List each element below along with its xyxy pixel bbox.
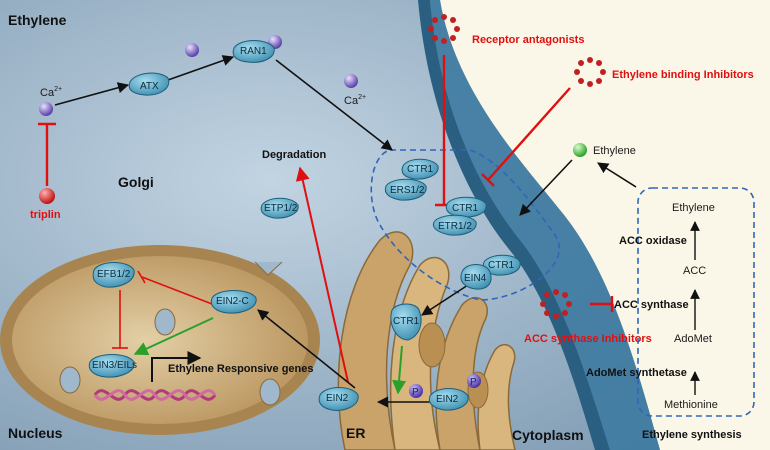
triplin-label: triplin [30, 209, 61, 221]
protein-atx: ATX [140, 81, 159, 92]
calcium-ion-right [344, 74, 358, 88]
protein-ein2c: EIN2-C [216, 296, 249, 307]
synthesis-methionine: Methionine [664, 399, 718, 411]
synthesis-dashed-box [637, 187, 755, 417]
protein-etp: ETP1/2 [264, 203, 298, 214]
nucleus [0, 245, 320, 435]
er-stacks [337, 231, 516, 450]
triplin-molecule [39, 188, 55, 204]
synthesis-acc-oxidase: ACC oxidase [619, 235, 687, 247]
ca-left-label: Ca2+ [40, 86, 62, 99]
protein-ers: ERS1/2 [390, 185, 425, 196]
ca-right-label: Ca2+ [344, 94, 366, 107]
receptor-antagonist-ring [428, 14, 460, 44]
extracellular-region [440, 0, 770, 450]
protein-ctr1-mid: CTR1 [452, 203, 479, 214]
phospho-right-label: P [470, 377, 477, 388]
synthesis-ethylene: Ethylene [672, 202, 715, 214]
nucleus-label: Nucleus [8, 425, 63, 441]
protein-ctr1-top: CTR1 [407, 164, 434, 175]
protein-ctr1-right: CTR1 [488, 260, 515, 271]
protein-ein2-left: EIN2 [326, 393, 349, 404]
plasma-membrane [430, 0, 660, 450]
ethylene-title: Ethylene [8, 12, 67, 28]
dna-helix [93, 389, 217, 401]
phosphate-left [409, 384, 423, 398]
arrows [38, 55, 700, 408]
protein-ctr1-er: CTR1 [393, 316, 420, 327]
synthesis-adomet-synthetase: AdoMet synthetase [586, 367, 687, 379]
receptor-antagonists-label: Receptor antagonists [472, 34, 584, 46]
er-label: ER [346, 425, 365, 441]
golgi-label: Golgi [118, 174, 154, 190]
acc-synthase-inhibitor-ring [540, 289, 572, 319]
protein-ran1: RAN1 [240, 46, 267, 57]
ethylene-binding-inhibitor-ring [574, 57, 606, 87]
cytoplasm-label: Cytoplasm [512, 427, 584, 443]
ethylene-molecule-label: Ethylene [593, 145, 636, 157]
protein-ein4: EIN4 [464, 273, 487, 284]
synthesis-acc-synthase: ACC synthase [614, 299, 689, 311]
degradation-label: Degradation [262, 149, 326, 161]
ethylene-binding-inhibitors-label: Ethylene binding Inhibitors [612, 69, 754, 81]
receptor-dashed-box [370, 149, 560, 301]
plasma-membrane-inner [418, 0, 610, 450]
ethylene-responsive-genes-label: Ethylene Responsive genes [168, 363, 314, 375]
synthesis-adomet: AdoMet [674, 333, 712, 345]
protein-shapes [88, 40, 521, 411]
protein-ein2-right: EIN2 [436, 394, 459, 405]
ethylene-synthesis-label: Ethylene synthesis [642, 429, 742, 441]
synthesis-acc: ACC [683, 265, 706, 277]
calcium-ion-top [185, 43, 199, 57]
calcium-ion-left [39, 102, 53, 116]
protein-ein3: EIN3/EILs [92, 360, 137, 371]
phosphate-right [467, 374, 481, 388]
protein-efb: EFB1/2 [97, 269, 131, 280]
ethylene-molecule [573, 143, 587, 157]
protein-etr: ETR1/2 [438, 221, 472, 232]
acc-synthase-inhibitors-label: ACC synthase Inhibitors [524, 333, 652, 345]
phospho-left-label: P [412, 387, 419, 398]
